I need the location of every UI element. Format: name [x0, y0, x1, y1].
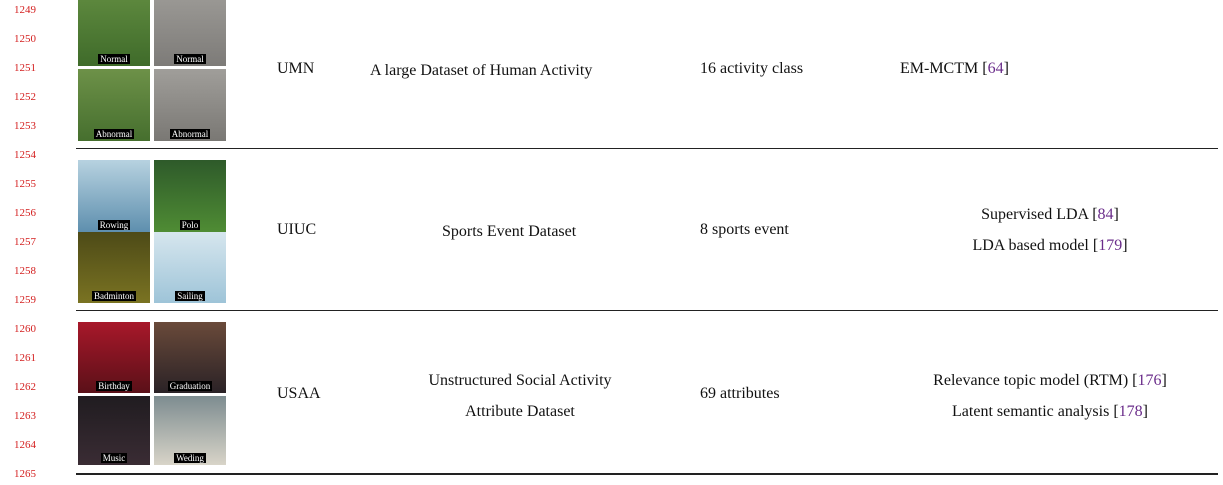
line-number: 1265: [14, 468, 36, 480]
line-number: 1253: [14, 120, 36, 132]
line-number: 1260: [14, 323, 36, 335]
line-number: 1251: [14, 62, 36, 74]
thumbnail-caption: Weding: [174, 453, 206, 463]
description-line: Unstructured Social Activity: [428, 372, 612, 389]
line-number: 1250: [14, 33, 36, 45]
thumbnail-caption: Sailing: [175, 291, 205, 301]
thumbnail-caption: Badminton: [92, 291, 136, 301]
line-number: 1256: [14, 207, 36, 219]
line-number: 1263: [14, 410, 36, 422]
dataset-name: USAA: [277, 385, 321, 402]
dataset-name: UMN: [277, 60, 315, 77]
line-number: 1261: [14, 352, 36, 364]
citation-link[interactable]: 84: [1097, 206, 1114, 223]
dataset-description: Sports Event Dataset: [442, 223, 577, 240]
thumbnail-image: Normal: [78, 0, 150, 66]
dataset-classes: 16 activity class: [700, 60, 804, 77]
thumbnail-image: Polo: [154, 160, 226, 232]
line-number: 1252: [14, 91, 36, 103]
thumbnail-image: Birthday: [78, 322, 150, 393]
citation-link[interactable]: 64: [987, 60, 1004, 77]
line-number: 1264: [14, 439, 36, 451]
thumbnail-image: Badminton: [78, 232, 150, 303]
thumbnail-caption: Abnormal: [169, 129, 211, 139]
thumbnail-image: Weding: [154, 396, 226, 465]
thumbnail-caption: Polo: [179, 220, 201, 230]
thumbnail-grid: Birthday Graduation Music Weding: [78, 322, 226, 465]
citation-link[interactable]: 176: [1137, 372, 1162, 389]
thumbnail-caption: Music: [100, 453, 128, 463]
thumbnail-image: Abnormal: [154, 69, 226, 141]
method-list: Relevance topic model (RTM) [176] Latent…: [880, 367, 1220, 425]
thumbnail-caption: Normal: [98, 54, 130, 64]
method-list: Supervised LDA [84] LDA based model [179…: [880, 201, 1220, 259]
row-divider: [76, 148, 1218, 149]
thumbnail-caption: Normal: [174, 54, 206, 64]
line-number: 1259: [14, 294, 36, 306]
table-bottom-rule: [76, 473, 1218, 475]
thumbnail-image: Normal: [154, 0, 226, 66]
thumbnail-grid: Normal Normal Abnormal Abnormal: [78, 0, 226, 141]
thumbnail-grid: Rowing Polo Badminton Sailing: [78, 160, 226, 303]
thumbnail-image: Sailing: [154, 232, 226, 303]
dataset-classes: 8 sports event: [700, 221, 789, 238]
description-line: Attribute Dataset: [465, 403, 575, 420]
line-number: 1258: [14, 265, 36, 277]
method-entry: Supervised LDA [84]: [981, 206, 1119, 223]
dataset-classes: 69 attributes: [700, 385, 780, 402]
thumbnail-image: Music: [78, 396, 150, 465]
method-entry: Latent semantic analysis [178]: [952, 403, 1148, 420]
thumbnail-caption: Abnormal: [93, 129, 135, 139]
line-number: 1254: [14, 149, 36, 161]
citation-link[interactable]: 178: [1118, 403, 1143, 420]
line-number: 1262: [14, 381, 36, 393]
method-entry: Relevance topic model (RTM) [176]: [933, 372, 1167, 389]
thumbnail-image: Abnormal: [78, 69, 150, 141]
line-number: 1255: [14, 178, 36, 190]
thumbnail-caption: Graduation: [167, 381, 213, 391]
method-entry: EM-MCTM [64]: [900, 60, 1009, 77]
method-entry: LDA based model [179]: [972, 237, 1128, 254]
thumbnail-caption: Rowing: [97, 220, 131, 230]
thumbnail-image: Graduation: [154, 322, 226, 393]
line-number: 1257: [14, 236, 36, 248]
row-divider: [76, 310, 1218, 311]
thumbnail-image: Rowing: [78, 160, 150, 232]
dataset-description: Unstructured Social Activity Attribute D…: [370, 367, 670, 425]
thumbnail-caption: Birthday: [96, 381, 132, 391]
line-number: 1249: [14, 4, 36, 16]
citation-link[interactable]: 179: [1098, 237, 1123, 254]
dataset-name: UIUC: [277, 221, 317, 238]
dataset-description: A large Dataset of Human Activity: [370, 62, 593, 79]
